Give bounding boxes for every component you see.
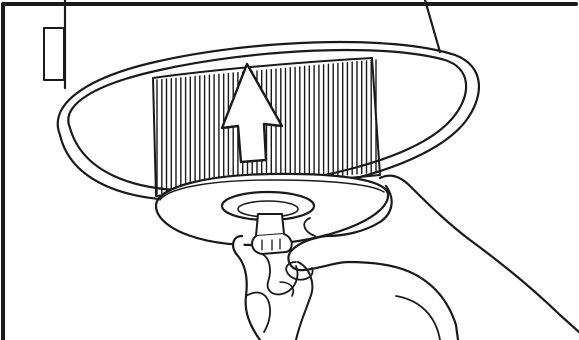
manual-illustration bbox=[0, 0, 579, 340]
filter-installation-drawing bbox=[0, 0, 579, 340]
